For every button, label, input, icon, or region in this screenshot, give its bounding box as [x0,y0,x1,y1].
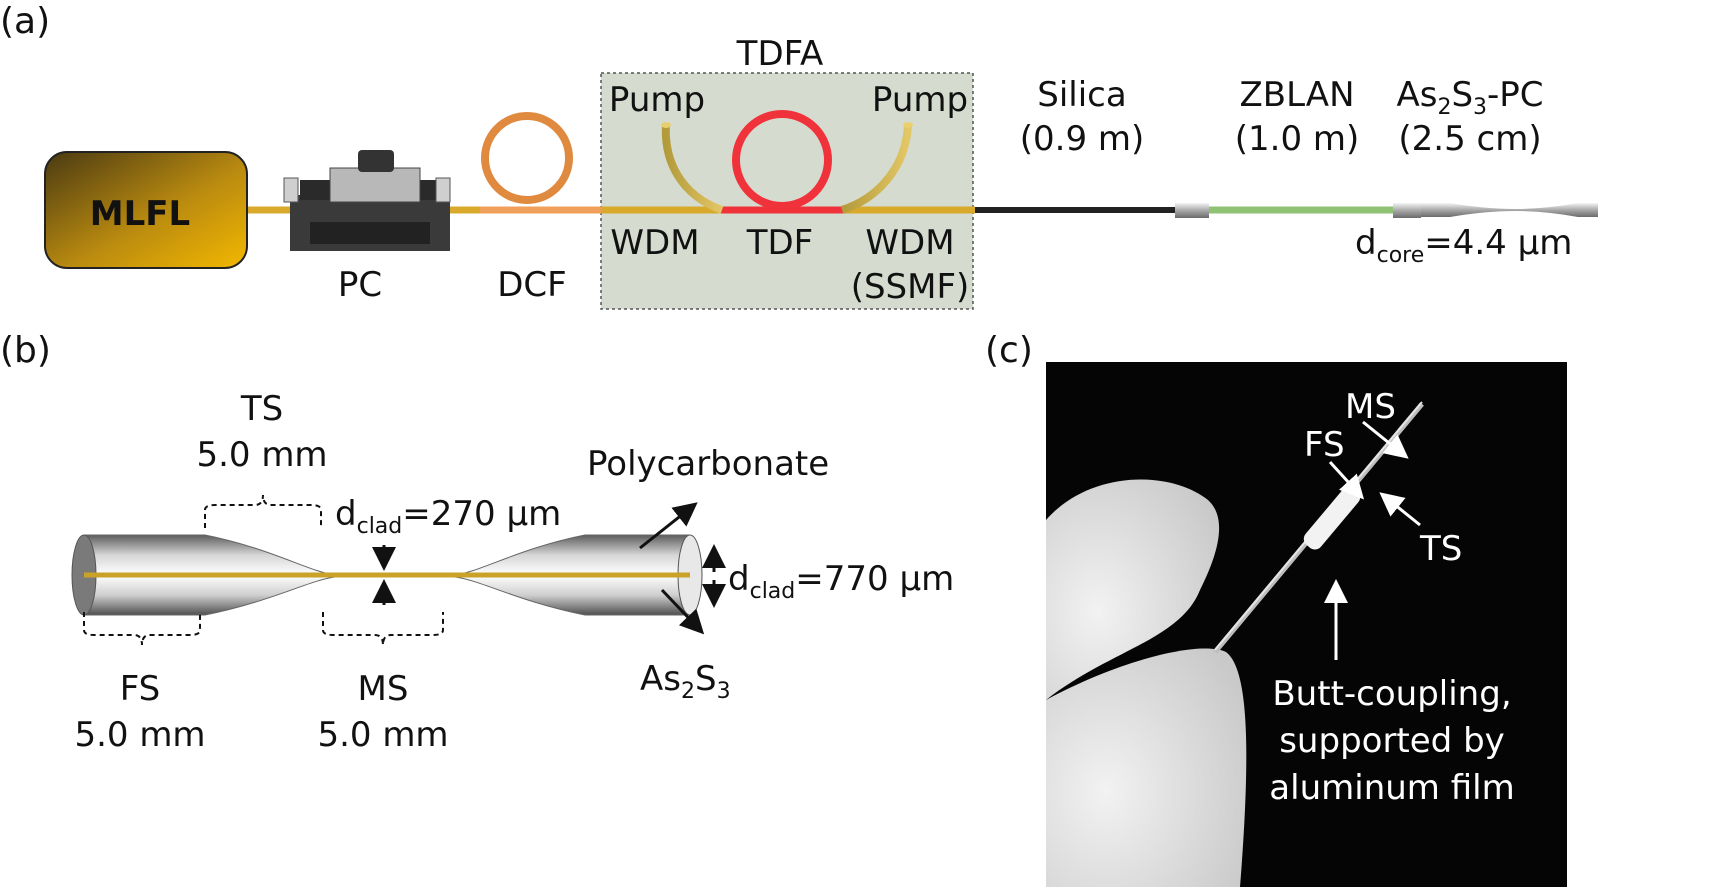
pump-right-label: Pump [872,80,968,120]
aspc-length-label: (2.5 cm) [1398,119,1541,159]
aspc-label: As2S3-PC [1396,75,1543,120]
mlfl-source [44,151,248,269]
photo-fs-label: FS [1304,425,1345,465]
pump-fiber-left-end [661,122,671,128]
zblan-label: ZBLAN [1239,75,1354,115]
zblan-length-label: (1.0 m) [1235,119,1360,159]
wdm-right-label: WDM [865,223,954,263]
ts-bracket [204,494,322,528]
tdfa-label: TDFA [736,34,824,74]
tdf-coil [732,110,832,210]
polarization-controller [283,150,451,251]
dclad-waist-label: dclad=270 μm [335,494,561,539]
dclad-full-label: dclad=770 μm [728,559,954,604]
connector-1 [1175,203,1209,218]
butt-coupling-line2: supported by [1279,721,1505,761]
hand-glove-lower [1046,648,1247,887]
photo-ms-label: MS [1345,387,1396,427]
pc-label: PC [338,265,382,305]
polycarbonate-label: Polycarbonate [587,444,829,484]
photo-ms-arrow [1362,420,1409,459]
fs-bracket [83,612,201,646]
photo-ts-arrow [1379,492,1421,527]
pump-fiber-right [840,124,912,214]
butt-coupling-sleeve [1303,486,1361,550]
ms-length-label: 5.0 mm [317,715,448,755]
ts-length-label: 5.0 mm [196,435,327,475]
pump-fiber-left [661,124,724,214]
dcf-coil [481,112,573,204]
panel-c-label: (c) [985,330,1033,371]
mlfl-label: MLFL [90,194,190,234]
dcore-label: dcore=4.4 μm [1355,223,1572,268]
tdf-label: TDF [746,223,814,263]
hand-glove-upper [1046,479,1220,700]
ts-label: TS [240,389,283,429]
ms-bracket [322,612,444,646]
pump-fiber-right-end [903,122,913,128]
connector-2 [1393,203,1421,218]
photo-ts-label: TS [1419,529,1462,569]
wdm-left-label: WDM [610,223,699,263]
silica-label: Silica [1037,75,1126,115]
photo-panel [1046,362,1567,887]
aspc-tapered-fiber [1421,203,1598,217]
fs-length-label: 5.0 mm [74,715,205,755]
butt-coupling-line1: Butt-coupling, [1272,674,1511,714]
fs-label: FS [120,669,161,709]
polycarbonate-arrow [639,502,698,550]
pump-left-label: Pump [609,80,705,120]
photo-fs-arrow [1328,460,1365,500]
as2s3-arrow [660,588,705,635]
wdm-right-sub-label: (SSMF) [851,267,970,307]
butt-coupling-line3: aluminum film [1269,768,1514,808]
silica-length-label: (0.9 m) [1020,119,1145,159]
ms-label: MS [358,669,409,709]
as2s3-label: As2S3 [640,659,731,704]
panel-b-label: (b) [0,330,51,371]
dcf-label: DCF [497,265,566,305]
panel-a-label: (a) [0,1,50,42]
